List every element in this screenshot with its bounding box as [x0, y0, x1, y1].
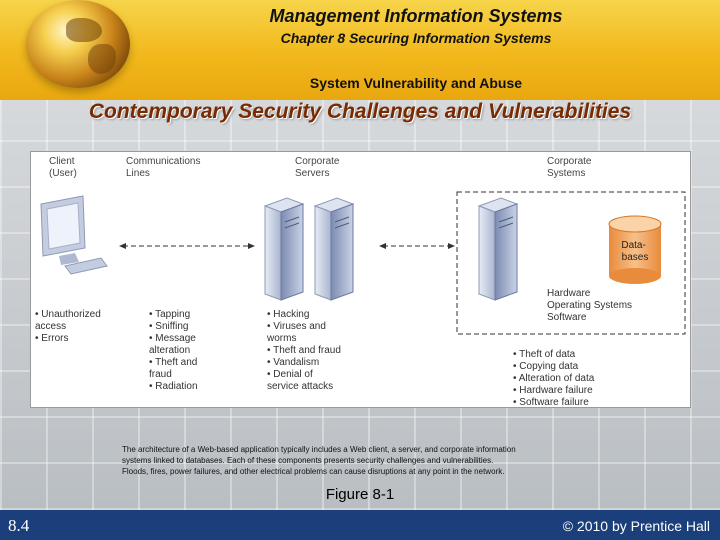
caption-line: Floods, fires, power failures, and other…	[122, 467, 505, 476]
client-computer-icon	[40, 195, 108, 275]
footer-bar: 8.4 © 2010 by Prentice Hall	[0, 510, 720, 540]
database-label: Data-	[621, 240, 645, 251]
line-threats: • Tapping • Sniffing • Message alteratio…	[149, 309, 200, 392]
figure-diagram: Client (User) Communications Lines Corpo…	[30, 151, 691, 408]
systems-components: Hardware Operating Systems Software	[547, 288, 635, 323]
corporate-server-icon	[263, 197, 305, 301]
figure-label: Figure 8-1	[325, 486, 395, 503]
copyright-notice: © 2010 by Prentice Hall	[562, 518, 710, 534]
header-band: Management Information Systems Chapter 8…	[0, 0, 720, 100]
slide-title: Contemporary Security Challenges and Vul…	[88, 100, 632, 123]
database-label: bases	[622, 252, 649, 263]
system-server-icon	[477, 197, 519, 301]
client-threats: • Unauthorized access • Errors	[35, 309, 104, 344]
client-header: Client (User)	[49, 156, 77, 179]
figure-caption: The architecture of a Web-based applicat…	[122, 444, 612, 477]
globe-continent	[66, 18, 102, 42]
globe-icon	[26, 0, 130, 88]
network-diagram: Client (User) Communications Lines Corpo…	[35, 156, 686, 408]
system-threats: • Theft of data • Copying data • Alterat…	[513, 349, 597, 408]
corporate-server-icon	[313, 197, 355, 301]
connection-arrows	[119, 243, 455, 249]
page-number: 8.4	[8, 516, 30, 535]
lines-header: Communications Lines	[126, 156, 203, 179]
course-title: Management Information Systems	[269, 6, 563, 26]
corporate-systems-boundary	[456, 191, 686, 335]
server-threats: • Hacking • Viruses and worms • Theft an…	[266, 309, 344, 392]
section-title: System Vulnerability and Abuse	[309, 75, 523, 91]
caption-line: systems linked to databases. Each of the…	[122, 456, 494, 465]
svg-text:Data- bases: Data- bases	[621, 240, 648, 263]
servers-header: Corporate Servers	[295, 156, 342, 179]
database-icon: Data- bases	[608, 215, 662, 284]
chapter-title: Chapter 8 Securing Information Systems	[280, 30, 552, 46]
systems-header: Corporate Systems	[547, 156, 594, 179]
globe-continent	[88, 44, 116, 74]
caption-line: The architecture of a Web-based applicat…	[122, 445, 516, 454]
